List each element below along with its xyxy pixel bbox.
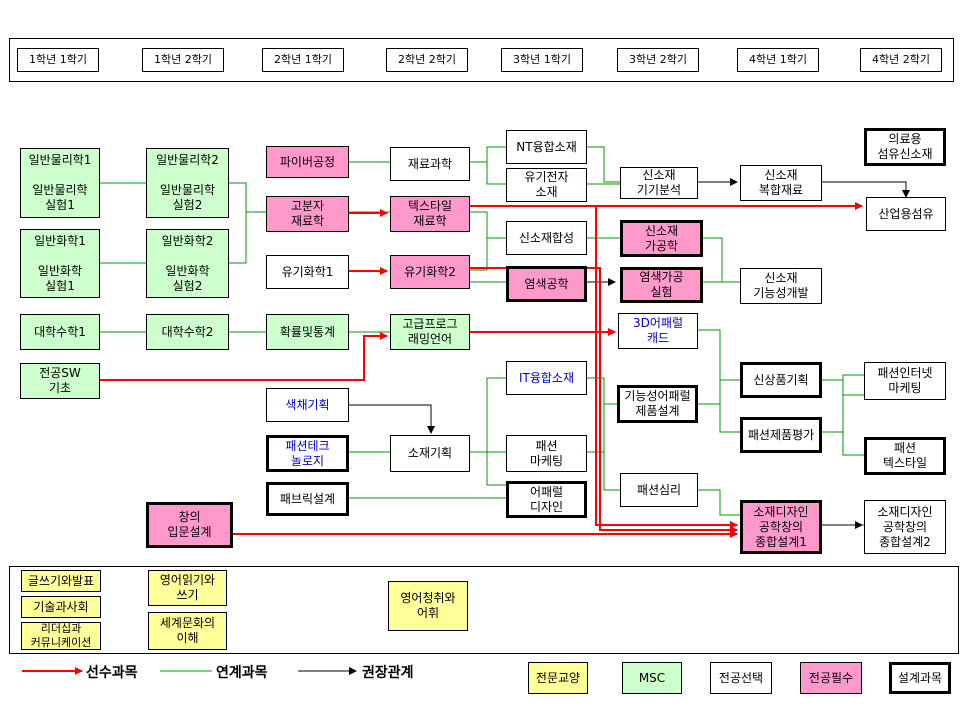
semester-2-1: 2학년 1학기 <box>262 48 344 72</box>
course-tech-society: 기술과사회 <box>21 596 101 618</box>
linked-connectors <box>100 146 864 526</box>
course-dyeing: 염색공학 <box>506 266 587 302</box>
course-fashion-mkt: 패션 마케팅 <box>506 435 587 472</box>
legend-major-elective: 전공선택 <box>710 662 772 694</box>
course-fiber: 파이버공정 <box>266 146 349 178</box>
course-writing: 글쓰기와발표 <box>21 570 101 592</box>
legend-design-course: 설계과목 <box>889 662 951 694</box>
course-organic-elec: 유기전자 소재 <box>506 168 587 202</box>
course-chem2: 일반화학2 일반화학 실험2 <box>146 229 229 298</box>
course-composite: 신소재 복합재료 <box>740 165 822 201</box>
course-new-process: 신소재 가공학 <box>620 220 703 257</box>
course-fashion-tech: 패션테크 놀로지 <box>266 435 349 472</box>
legend-recommended: 권장관계 <box>362 665 414 681</box>
legend-msc: MSC <box>622 662 682 694</box>
course-textile-mat: 텍스타일 재료학 <box>390 196 470 232</box>
course-new-product: 신상품기획 <box>740 362 822 398</box>
course-medical: 의료용 섬유신소재 <box>864 128 946 166</box>
course-physics1: 일반물리학1 일반물리학 실험1 <box>20 148 100 218</box>
semester-3-2: 3학년 2학기 <box>617 48 699 72</box>
course-organic2: 유기화학2 <box>390 255 470 289</box>
course-math2: 대학수학2 <box>146 314 229 350</box>
legend-linked: 연계과목 <box>216 665 268 681</box>
course-nt-material: NT융합소재 <box>506 130 587 164</box>
course-dye-lab: 염색가공 실험 <box>620 267 703 303</box>
course-func-apparel: 기능성어패럴 제품설계 <box>617 385 698 423</box>
semester-4-1: 4학년 1학기 <box>737 48 819 72</box>
semester-3-1: 3학년 1학기 <box>501 48 583 72</box>
legend-major-required: 전공필수 <box>800 662 862 694</box>
course-organic1: 유기화학1 <box>266 255 349 289</box>
course-eng-listen: 영어청취와 어휘 <box>388 581 468 631</box>
course-material-plan: 소재기획 <box>390 435 470 472</box>
general-education-frame <box>9 566 959 654</box>
semester-4-2: 4학년 2학기 <box>860 48 942 72</box>
course-physics2: 일반물리학2 일반물리학 실험2 <box>146 148 229 218</box>
course-prob: 확률및통계 <box>266 314 349 350</box>
course-apparel-design: 어패럴 디자인 <box>506 481 587 518</box>
course-it-material: IT융합소재 <box>506 361 587 395</box>
course-leadership: 리더십과 커뮤니케이션 <box>21 622 101 650</box>
semester-2-2: 2학년 2학기 <box>386 48 468 72</box>
course-new-analysis: 신소재 기기분석 <box>620 167 698 199</box>
course-chem1: 일반화학1 일반화학 실험1 <box>20 229 100 298</box>
course-world-culture: 세계문화의 이해 <box>148 612 227 650</box>
course-capstone2: 소재디자인 공학창의 종합설계2 <box>864 500 946 554</box>
course-math1: 대학수학1 <box>20 314 100 350</box>
course-3d-cad: 3D어패럴 캐드 <box>618 313 698 349</box>
course-fashion-internet: 패션인터넷 마케팅 <box>864 362 946 400</box>
course-fabric-design: 패브릭설계 <box>266 482 349 516</box>
semester-header <box>9 38 954 82</box>
course-fashion-textile: 패션 텍스타일 <box>864 437 946 475</box>
course-func-dev: 신소재 기능성개발 <box>740 268 822 304</box>
course-new-synth: 신소재합성 <box>506 221 587 255</box>
course-materials: 재료과학 <box>390 147 470 181</box>
course-color-plan: 색채기획 <box>266 388 349 422</box>
course-creative-design: 창의 입문설계 <box>146 502 233 548</box>
recommended-connectors <box>349 178 910 529</box>
course-polymer: 고분자 재료학 <box>266 196 349 232</box>
course-capstone1: 소재디자인 공학창의 종합설계1 <box>740 500 822 554</box>
course-adv-prog: 고급프로그 래밍언어 <box>390 314 470 350</box>
course-fashion-eval: 패션제품평가 <box>740 417 822 453</box>
legend-major-general: 전문교양 <box>528 662 588 694</box>
legend-prereq: 선수과목 <box>86 665 138 681</box>
course-fashion-psy: 패션심리 <box>620 473 698 507</box>
course-sw: 전공SW 기초 <box>20 363 100 399</box>
course-eng-read: 영어읽기와 쓰기 <box>148 570 227 606</box>
prereq-connectors <box>100 202 863 538</box>
semester-1-2: 1학년 2학기 <box>142 48 224 72</box>
semester-1-1: 1학년 1학기 <box>17 48 99 72</box>
course-industrial: 산업용섬유 <box>866 197 946 231</box>
